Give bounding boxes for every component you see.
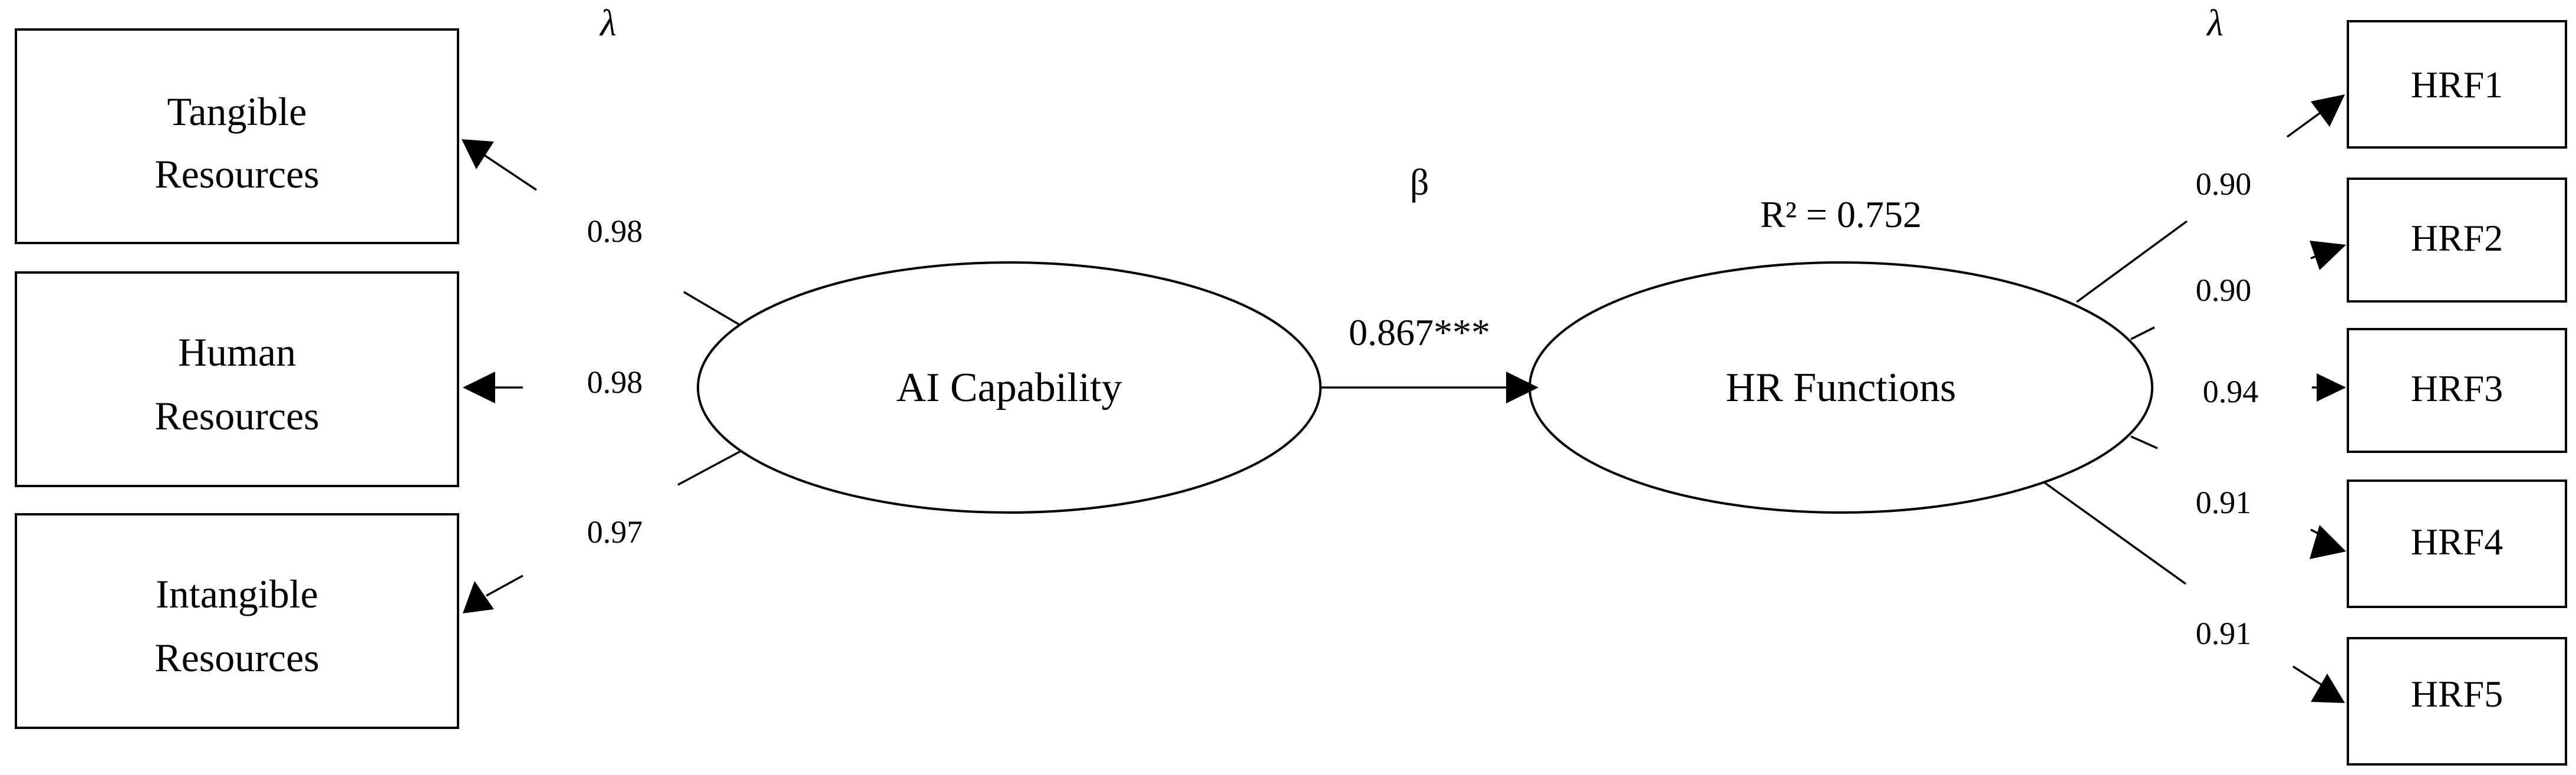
loading-arrowhead-hrf2 [2310,241,2346,270]
latent-ai-capability: AI Capability [697,261,1322,514]
left-indicator-intangible-resources: Intangible Resources [15,513,459,729]
loading-value-hrf1: 0.90 [2196,166,2252,202]
loading-value-hrf5: 0.91 [2196,616,2252,651]
left-indicator-label-line2: Resources [154,152,319,196]
loading-value-intangible: 0.97 [587,514,643,550]
structural-path-coefficient: 0.867*** [1349,311,1490,353]
right-indicator-label: HRF5 [2411,673,2503,715]
loading-line-hrf1 [2076,220,2188,303]
latent-hr-functions-label: HR Functions [1726,365,1956,411]
right-indicator-label: HRF3 [2411,367,2503,409]
structural-path-arrowhead [1506,372,1539,403]
loading-arrowhead-tangible [462,139,494,169]
loading-line-hrf4 [2130,435,2158,449]
right-indicator-hrf2: HRF2 [2347,178,2567,303]
right-indicator-label: HRF1 [2411,64,2503,106]
left-indicator-label-line1: Intangible [156,572,318,616]
right-indicator-label: HRF4 [2411,521,2503,563]
right-indicator-hrf1: HRF1 [2347,20,2567,149]
left-indicator-label-line1: Tangible [167,89,307,134]
beta-symbol: β [1410,161,1429,203]
left-indicator-label-line2: Resources [154,393,319,438]
loading-arrow-tangible-shaft [483,153,537,191]
left-indicator-human-resources: Human Resources [15,271,459,487]
latent-hr-functions: HR Functions [1529,261,2153,514]
right-indicator-label: HRF2 [2411,217,2503,259]
loading-arrowhead-hrf5 [2311,674,2345,703]
loading-line-hrf2 [2130,326,2155,340]
right-indicator-hrf3: HRF3 [2347,328,2567,453]
loading-value-hrf2: 0.90 [2196,272,2252,308]
lambda-right-symbol: λ [2206,2,2223,44]
left-indicator-tangible-resources: Tangible Resources [15,28,459,244]
loading-line-hrf5 [2043,481,2187,585]
loading-arrowhead-human [463,372,495,403]
loading-arrow-intangible-shaft [486,574,523,597]
latent-ai-capability-label: AI Capability [897,365,1122,411]
loading-arrowhead-hrf1 [2311,94,2345,127]
loading-line-tangible-inner [683,291,745,329]
loading-arrow-hrf1-shaft [2286,112,2321,138]
right-indicator-hrf5: HRF5 [2347,637,2567,766]
lambda-left-symbol: λ [599,2,617,44]
left-indicator-label-line2: Resources [154,635,319,680]
loading-arrowhead-hrf3 [2317,373,2346,402]
loading-arrowhead-hrf4 [2310,525,2346,559]
loading-value-tangible: 0.98 [587,214,643,249]
loading-line-intangible-inner [677,448,745,486]
loading-value-hrf4: 0.91 [2196,485,2252,520]
loading-arrowhead-intangible [463,581,494,613]
r-squared-label: R² = 0.752 [1760,193,1922,235]
left-indicator-label-line1: Human [178,330,296,375]
right-indicator-hrf4: HRF4 [2347,480,2567,608]
loading-value-human: 0.98 [587,364,643,400]
loading-arrow-hrf5-shaft [2292,665,2323,687]
loading-value-hrf3: 0.94 [2203,374,2259,409]
